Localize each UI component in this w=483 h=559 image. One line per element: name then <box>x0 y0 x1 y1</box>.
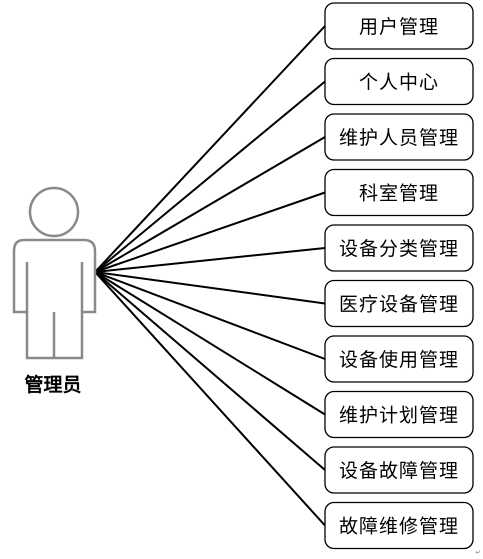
use-case-4: 科室管理 <box>324 168 474 217</box>
use-case-box <box>324 501 474 550</box>
use-case-7: 设备使用管理 <box>324 335 474 383</box>
use-case-label: 个人中心 <box>359 72 439 94</box>
actor-head <box>28 186 80 238</box>
association-line <box>94 271 326 527</box>
use-case-box <box>324 57 474 106</box>
use-case-2: 个人中心 <box>324 57 474 106</box>
use-case-box <box>324 2 474 50</box>
association-line <box>94 25 326 273</box>
actor-body <box>12 238 97 360</box>
use-case-1: 用户管理 <box>324 2 474 50</box>
use-case-box <box>324 446 474 494</box>
use-case-label: 科室管理 <box>359 183 439 205</box>
use-case-label: 维护计划管理 <box>339 405 459 427</box>
use-case-box <box>324 390 474 439</box>
use-case-label: 设备使用管理 <box>339 349 459 371</box>
use-case-label: 设备分类管理 <box>339 238 459 260</box>
use-case-label: 设备故障管理 <box>339 460 459 482</box>
association-line <box>94 136 326 273</box>
use-case-box <box>324 279 474 328</box>
use-case-box <box>324 113 474 161</box>
association-line <box>94 191 326 273</box>
association-line <box>94 271 326 416</box>
use-case-label: 维护人员管理 <box>339 127 459 149</box>
use-case-6: 医疗设备管理 <box>324 279 474 328</box>
use-case-list: 用户管理个人中心维护人员管理科室管理设备分类管理医疗设备管理设备使用管理维护计划… <box>324 2 474 550</box>
association-lines <box>94 25 326 527</box>
use-case-box <box>324 224 474 272</box>
use-case-box <box>324 168 474 217</box>
use-case-5: 设备分类管理 <box>324 224 474 272</box>
use-case-label: 故障维修管理 <box>339 516 459 538</box>
association-line <box>94 271 326 471</box>
association-line <box>94 247 326 273</box>
actor-stick-figure-icon <box>12 186 97 360</box>
use-case-8: 维护计划管理 <box>324 390 474 439</box>
actor: 管理员 <box>12 186 97 396</box>
use-case-label: 医疗设备管理 <box>339 294 459 316</box>
use-case-10: 故障维修管理 <box>324 501 474 550</box>
use-case-label: 用户管理 <box>359 16 439 38</box>
association-line <box>94 271 326 305</box>
actor-label: 管理员 <box>24 373 81 396</box>
use-case-box <box>324 335 474 383</box>
paragraph-mark: ↵ <box>475 549 480 556</box>
association-line <box>94 80 326 273</box>
use-case-3: 维护人员管理 <box>324 113 474 161</box>
use-case-9: 设备故障管理 <box>324 446 474 494</box>
association-line <box>94 271 326 360</box>
